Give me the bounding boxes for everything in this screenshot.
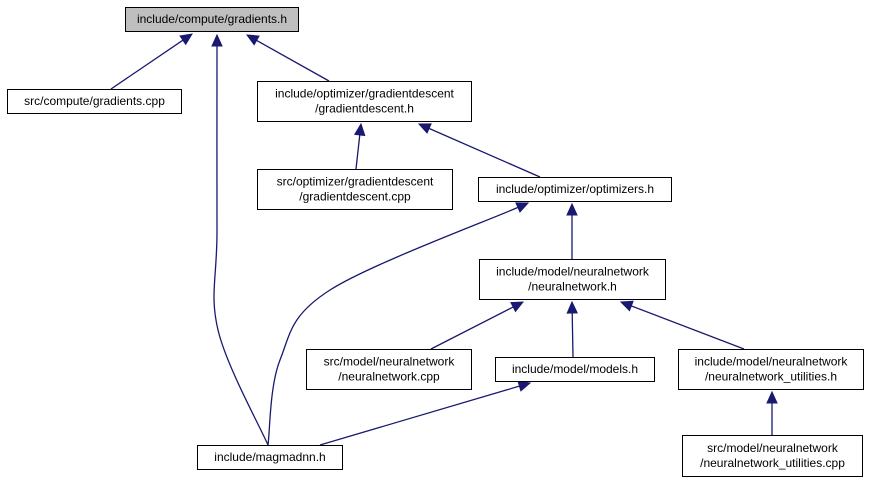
arrowhead [353,122,366,137]
arrowhead [245,34,260,46]
node-label: include/model/neuralnetwork [695,355,849,369]
node-box [478,177,672,202]
arrowhead [517,380,532,392]
node-gd-cpp[interactable]: src/optimizer/gradientdescent/gradientde… [257,169,453,210]
edge-line [254,38,330,82]
arrowhead [417,123,432,134]
arrowhead [766,390,778,404]
arrowhead [566,300,578,314]
arrowhead [515,202,530,213]
arrowhead [179,33,193,46]
node-label: /neuralnetwork.h [528,280,617,294]
edge-gd_cpp-to-gd_h [353,122,366,170]
node-label: src/optimizer/gradientdescent [277,175,434,189]
edge-line [355,132,361,170]
node-label: src/model/neuralnetwork [324,355,456,369]
node-label: include/optimizer/gradientdescent [275,87,454,101]
node-label: /neuralnetwork_utilities.cpp [700,456,845,470]
node-label: /gradientdescent.h [315,102,414,116]
edge-nn_cpp-to-nn_h [430,301,525,350]
edges-layer [110,33,778,446]
edge-optimizers_h-to-gd_h [417,123,541,178]
node-box [125,7,299,32]
node-gd-h[interactable]: include/optimizer/gradientdescent/gradie… [257,81,472,122]
arrowhead [510,301,525,313]
edge-magmadnn_h-to-gradients_h [211,33,269,446]
node-label: include/model/neuralnetwork [496,265,650,279]
node-box [257,81,472,122]
node-box [495,357,655,382]
node-box [678,349,864,390]
edge-models_h-to-nn_h [566,300,578,358]
edge-magmadnn_h-to-optimizers_h [267,202,530,446]
node-nn-h[interactable]: include/model/neuralnetwork/neuralnetwor… [479,259,666,300]
node-box [7,89,182,114]
edge-line [426,127,541,178]
node-label: /gradientdescent.cpp [299,190,411,204]
node-label: /neuralnetwork_utilities.h [705,370,837,384]
node-box [257,169,453,210]
node-gradients-h[interactable]: include/compute/gradients.h [125,7,299,32]
edge-line [571,310,574,358]
node-models-h[interactable]: include/model/models.h [495,357,655,382]
node-box [306,349,472,390]
node-nn-cpp[interactable]: src/model/neuralnetwork/neuralnetwork.cp… [306,349,472,390]
node-nnu-h[interactable]: include/model/neuralnetwork/neuralnetwor… [678,349,864,390]
edge-line [213,43,269,446]
node-magmadnn-h[interactable]: include/magmadnn.h [197,445,343,470]
edge-nnu_h-to-nn_h [619,300,745,350]
edge-nn_h-to-optimizers_h [566,202,578,259]
node-label: src/model/neuralnetwork [707,441,839,455]
node-box [682,435,863,477]
arrowhead [566,202,578,216]
edge-nnu_cpp-to-nnu_h [766,390,778,435]
node-label: src/compute/gradients.cpp [24,94,165,108]
node-box [479,259,666,300]
arrowhead [619,300,634,312]
edge-line [629,304,745,350]
node-gradients-cpp[interactable]: src/compute/gradients.cpp [7,89,182,114]
edge-gd_h-to-gradients_h [245,34,330,82]
node-nnu-cpp[interactable]: src/model/neuralnetwork/neuralnetwork_ut… [682,435,863,477]
node-label: include/model/models.h [512,362,638,376]
node-label: include/magmadnn.h [214,450,325,464]
edge-magmadnn_h-to-models_h [319,380,532,446]
node-label: /neuralnetwork.cpp [338,370,440,384]
node-label: include/compute/gradients.h [137,12,287,26]
edge-gradients_cpp-to-gradients_h [110,33,193,90]
node-label: include/optimizer/optimizers.h [496,182,654,196]
edge-line [319,384,522,446]
edge-line [110,38,185,90]
node-box [197,445,343,470]
arrowhead [211,33,223,47]
nodes-layer: include/compute/gradients.h src/compute/g… [7,7,864,477]
edge-line [267,206,521,446]
edge-line [430,305,516,350]
node-optimizers-h[interactable]: include/optimizer/optimizers.h [478,177,672,202]
